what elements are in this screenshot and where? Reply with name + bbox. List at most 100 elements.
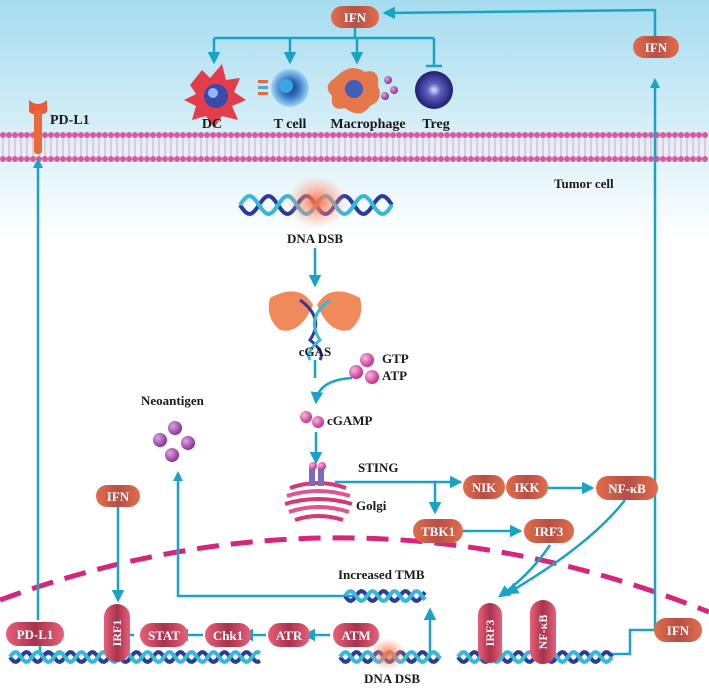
macrophage-label: Macrophage	[330, 117, 405, 132]
pdl1-bottom-label: PD-L1	[17, 627, 54, 642]
lipid-head	[420, 156, 426, 162]
lipid-head	[588, 156, 594, 162]
lipid-head	[252, 156, 258, 162]
stat-label: STAT	[148, 628, 180, 643]
lipid-head	[0, 156, 6, 162]
ifn-left-label: IFN	[107, 489, 130, 504]
lipid-head	[378, 132, 384, 138]
lipid-head	[336, 156, 342, 162]
chk1-pill: Chk1	[205, 623, 251, 647]
nfkb-pill: NF-κB	[596, 476, 658, 500]
lipid-head	[462, 156, 468, 162]
pdl1-top-label: PD-L1	[50, 113, 90, 128]
lipid-head	[150, 132, 156, 138]
lipid-head	[114, 132, 120, 138]
lipid-head	[504, 156, 510, 162]
irf1-pill: IRF1	[104, 604, 130, 662]
lipid-head	[90, 156, 96, 162]
lipid-head	[612, 156, 618, 162]
lipid-head	[120, 156, 126, 162]
lipid-head	[294, 156, 300, 162]
lipid-head	[378, 156, 384, 162]
nfkb-nuclear-label: NF-κB	[536, 615, 550, 650]
dc-label: DC	[202, 117, 222, 132]
lipid-head	[522, 156, 528, 162]
lipid-head	[84, 156, 90, 162]
lipid-head	[216, 156, 222, 162]
lipid-head	[210, 156, 216, 162]
lipid-head	[258, 132, 264, 138]
lipid-head	[102, 132, 108, 138]
lipid-head	[18, 156, 24, 162]
lipid-head	[594, 156, 600, 162]
lipid-head	[510, 156, 516, 162]
lipid-head	[312, 132, 318, 138]
lipid-head	[174, 132, 180, 138]
arrow-ifn-right-to-top	[382, 6, 657, 48]
golgi-apparatus-icon	[284, 481, 353, 522]
ifn-pill-right: IFN	[633, 36, 679, 58]
cell-membrane	[0, 132, 708, 162]
lipid-head	[60, 132, 66, 138]
atr-label: ATR	[276, 628, 303, 643]
lipid-head	[492, 132, 498, 138]
lipid-head	[468, 132, 474, 138]
lipid-head	[630, 132, 636, 138]
lipid-head	[666, 156, 672, 162]
lipid-head	[606, 132, 612, 138]
lipid-head	[168, 156, 174, 162]
lipid-head	[126, 156, 132, 162]
lipid-head	[516, 132, 522, 138]
lipid-head	[264, 156, 270, 162]
treg-cell-icon	[415, 71, 453, 109]
ikk-label: IKK	[514, 480, 540, 495]
treg-label: Treg	[422, 117, 449, 132]
lipid-head	[120, 132, 126, 138]
lipid-head	[600, 156, 606, 162]
lipid-head	[282, 132, 288, 138]
lipid-head	[702, 132, 708, 138]
lipid-head	[558, 132, 564, 138]
lipid-head	[474, 156, 480, 162]
lipid-head	[696, 156, 702, 162]
lipid-head	[348, 132, 354, 138]
lipid-head	[198, 132, 204, 138]
lipid-head	[348, 156, 354, 162]
extracellular-background	[0, 0, 709, 240]
atm-pill: ATM	[333, 623, 379, 647]
lipid-head	[576, 156, 582, 162]
lipid-head	[648, 156, 654, 162]
lipid-head	[384, 156, 390, 162]
lipid-head	[516, 156, 522, 162]
lipid-head	[72, 132, 78, 138]
lipid-head	[696, 132, 702, 138]
lipid-head	[12, 132, 18, 138]
lipid-head	[222, 156, 228, 162]
lipid-head	[0, 132, 6, 138]
lipid-head	[402, 156, 408, 162]
lipid-head	[186, 132, 192, 138]
lipid-head	[276, 156, 282, 162]
lipid-head	[606, 156, 612, 162]
stat-pill: STAT	[140, 623, 188, 647]
lipid-head	[648, 132, 654, 138]
lipid-head	[624, 132, 630, 138]
lipid-head	[444, 156, 450, 162]
lipid-head	[330, 132, 336, 138]
lipid-head	[102, 156, 108, 162]
nfkb-nuclear-pill: NF-κB	[530, 600, 556, 664]
atr-pill: ATR	[268, 623, 310, 647]
dna-dsb-top-label: DNA DSB	[287, 231, 343, 246]
arrow-tmb-to-neoantigen	[173, 471, 355, 598]
lipid-head	[300, 132, 306, 138]
golgi-label: Golgi	[356, 498, 387, 513]
lipid-head	[108, 156, 114, 162]
lipid-head	[582, 156, 588, 162]
lipid-head	[24, 156, 30, 162]
lipid-head	[30, 156, 36, 162]
ifn-top-label: IFN	[344, 10, 367, 25]
lipid-head	[462, 132, 468, 138]
irf3-label: IRF3	[535, 524, 564, 539]
lipid-head	[492, 156, 498, 162]
